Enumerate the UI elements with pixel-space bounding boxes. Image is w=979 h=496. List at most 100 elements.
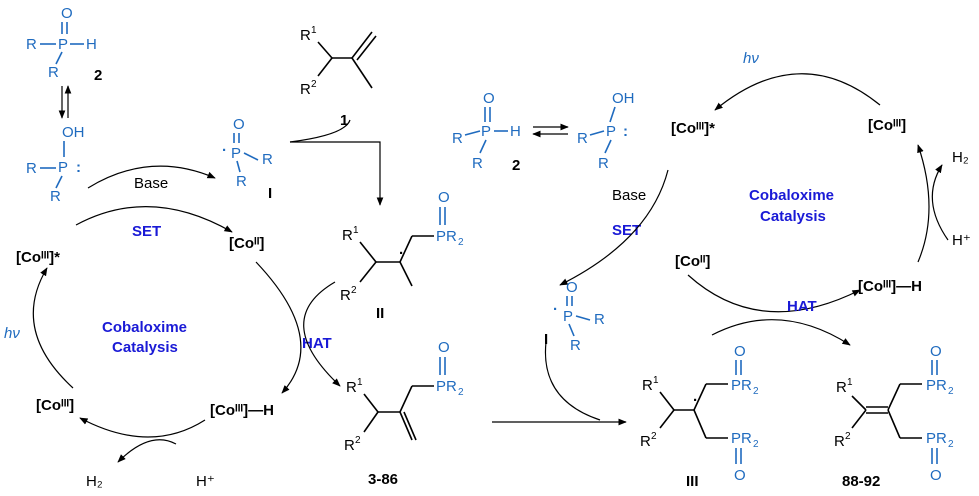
set-label-right: SET [612, 222, 641, 239]
svg-text:R: R [570, 337, 581, 354]
svg-text:P: P [58, 159, 68, 176]
hat-label-right: HAT [787, 298, 817, 315]
cat-line2-left: Catalysis [112, 339, 178, 356]
svg-text:R: R [594, 311, 605, 328]
svg-text:R: R [836, 379, 847, 396]
svg-text:2: 2 [355, 435, 361, 446]
svg-text:1: 1 [340, 112, 348, 129]
svg-text:O: O [483, 90, 495, 107]
svg-text:·: · [693, 392, 698, 409]
cat-line2-right: Catalysis [760, 208, 826, 225]
co-iii-star-left: [Coᴵᴵᴵ]* [16, 249, 60, 266]
hat-label-left: HAT [302, 335, 332, 352]
base-label: Base [134, 175, 168, 192]
hv-label-right: hν [743, 50, 759, 67]
svg-text:88-92: 88-92 [842, 473, 880, 490]
co-iii-right: [Coᴵᴵᴵ] [868, 117, 906, 134]
set-label: SET [132, 223, 161, 240]
svg-text:2: 2 [845, 431, 851, 442]
svg-text:O: O [438, 189, 450, 206]
svg-text:R: R [452, 130, 463, 147]
svg-text:P: P [563, 308, 573, 325]
svg-text:1: 1 [653, 375, 659, 386]
svg-text:R: R [834, 433, 845, 450]
base-label-right: Base [612, 187, 646, 204]
svg-text:O: O [438, 339, 450, 356]
svg-text:O: O [233, 116, 245, 133]
svg-text:P: P [606, 123, 616, 140]
svg-text:R: R [50, 188, 61, 205]
hplus-right: H⁺ [952, 232, 971, 249]
svg-text:O: O [734, 343, 746, 360]
radical-I-left: O · P R R I [222, 116, 273, 202]
svg-text:R: R [48, 64, 59, 81]
compound-2-left: O P H R R 2 [26, 5, 102, 84]
svg-text:1: 1 [847, 377, 853, 388]
svg-text:·: · [399, 245, 404, 262]
svg-text:·: · [553, 301, 558, 318]
svg-text:PR: PR [926, 430, 947, 447]
svg-text:OH: OH [62, 124, 85, 141]
svg-text:H: H [86, 36, 97, 53]
svg-text:R: R [340, 287, 351, 304]
svg-text:2: 2 [753, 439, 759, 450]
svg-text:I: I [268, 185, 272, 202]
phosphinous-acid-right: OH P : R R [577, 90, 635, 172]
compound-2-right: O P H R R 2 [452, 90, 521, 174]
svg-text:R: R [26, 36, 37, 53]
svg-text:P: P [481, 123, 491, 140]
hplus-left: H⁺ [196, 473, 215, 490]
svg-text:O: O [930, 467, 942, 484]
co-iii-h-left: [Coᴵᴵᴵ]—H [210, 402, 274, 419]
co-iii-left: [Coᴵᴵᴵ] [36, 397, 74, 414]
svg-text:PR: PR [436, 228, 457, 245]
co-ii-right: [Coᴵᴵ] [675, 253, 710, 270]
svg-text:2: 2 [351, 285, 357, 296]
radical-I-right: O · P R R I [544, 279, 605, 354]
svg-text:·: · [222, 142, 227, 159]
svg-text:R: R [300, 27, 311, 44]
svg-text:OH: OH [612, 90, 635, 107]
svg-text:I: I [544, 331, 548, 348]
oxygen-atom: O [61, 5, 73, 22]
svg-text:PR: PR [731, 430, 752, 447]
svg-text:P: P [231, 145, 241, 162]
svg-text:PR: PR [731, 377, 752, 394]
svg-text:2: 2 [458, 237, 464, 248]
phosphinous-acid-left: OH P : R R [26, 124, 85, 205]
svg-text:O: O [930, 343, 942, 360]
hv-label-left: hν [4, 325, 20, 342]
svg-text:2: 2 [651, 431, 657, 442]
svg-text:1: 1 [311, 25, 317, 36]
svg-text:P: P [58, 36, 68, 53]
svg-text:R: R [262, 151, 273, 168]
cat-line1-right: Cobaloxime [749, 187, 834, 204]
compound-label: 2 [94, 67, 102, 84]
h2-left: H₂ [86, 473, 103, 490]
svg-text:1: 1 [357, 377, 363, 388]
svg-text:O: O [734, 467, 746, 484]
svg-text:2: 2 [311, 79, 317, 90]
svg-text:R: R [472, 155, 483, 172]
svg-text::: : [76, 159, 81, 176]
cat-line1-left: Cobaloxime [102, 319, 187, 336]
svg-text:2: 2 [512, 157, 520, 174]
svg-text:1: 1 [353, 225, 359, 236]
svg-text:PR: PR [436, 378, 457, 395]
h2-right: H₂ [952, 149, 969, 166]
svg-text:2: 2 [753, 386, 759, 397]
svg-text:O: O [566, 279, 578, 296]
svg-text:III: III [686, 473, 699, 490]
svg-text:R: R [236, 173, 247, 190]
svg-text:R: R [344, 437, 355, 454]
svg-text:3-86: 3-86 [368, 471, 398, 488]
svg-text:R: R [346, 379, 357, 396]
svg-text:R: R [640, 433, 651, 450]
co-iii-star-right: [Coᴵᴵᴵ]* [671, 120, 715, 137]
svg-text:R: R [577, 130, 588, 147]
